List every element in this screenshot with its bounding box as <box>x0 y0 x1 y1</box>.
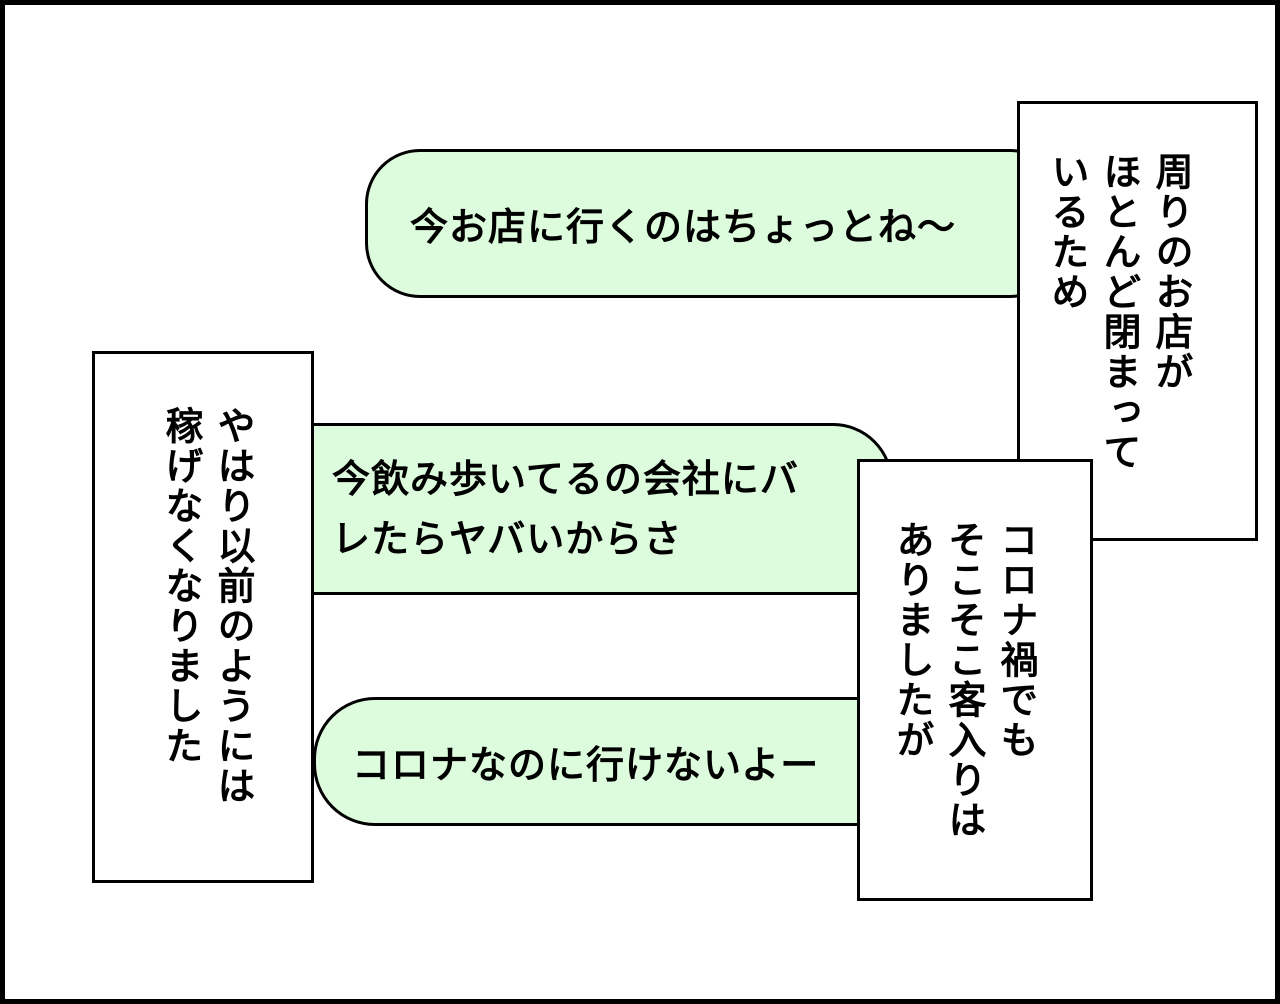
narration-box-left: やはり以前のようには 稼げなくなりました <box>92 351 314 883</box>
speech-bubble-bottom: コロナなのに行けないよー <box>313 697 913 826</box>
narration-line: 周りのお店が <box>1149 152 1193 392</box>
speech-bubble-top: 今お店に行くのはちょっとね〜 <box>365 149 1065 298</box>
narration-line: いるため <box>1045 152 1089 312</box>
narration-line: やはり以前のようには <box>211 406 255 806</box>
speech-bubble-text: 今飲み歩いてるの会社にバレたらヤバいからさ <box>332 457 799 561</box>
speech-bubble-text: コロナなのに行けないよー <box>352 743 820 787</box>
narration-line: 稼げなくなりました <box>159 406 203 766</box>
narration-line: そこそこ客入りは <box>942 520 986 840</box>
narration-text: 周りのお店が ほとんど閉まって いるため <box>1041 152 1197 472</box>
narration-text: やはり以前のようには 稼げなくなりました <box>155 406 259 806</box>
speech-bubble-middle: 今飲み歩いてるの会社にバレたらヤバいからさ <box>265 423 893 595</box>
narration-line: コロナ禍でも <box>994 520 1038 760</box>
narration-line: ほとんど閉まって <box>1097 152 1141 472</box>
speech-bubble-text: 今お店に行くのはちょっとね〜 <box>410 205 957 249</box>
narration-box-lower-right: コロナ禍でも そこそこ客入りは ありましたが <box>857 459 1093 901</box>
narration-line: ありましたが <box>890 520 934 760</box>
narration-text: コロナ禍でも そこそこ客入りは ありましたが <box>886 520 1042 840</box>
